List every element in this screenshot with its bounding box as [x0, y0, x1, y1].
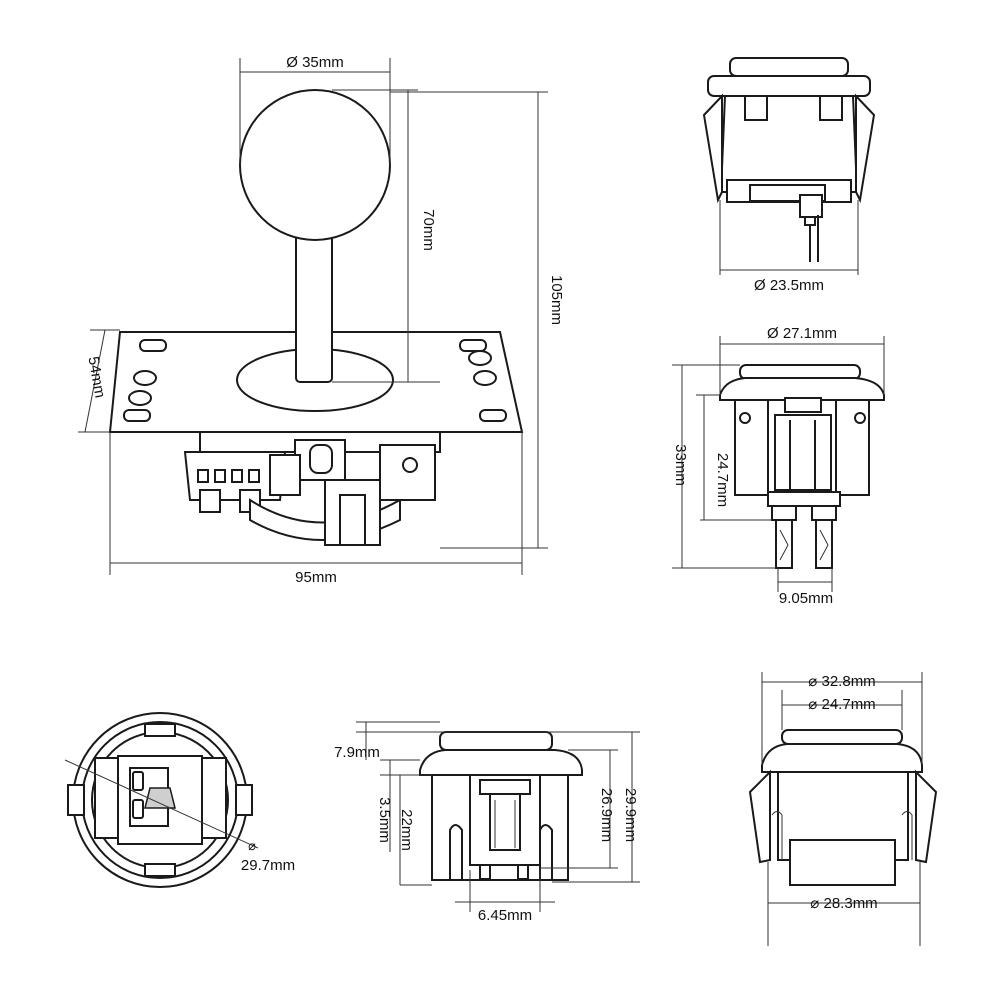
button-section-view: 7.9mm 3.5mm 22mm 26.9mm 29.9mm 6.45mm — [334, 721, 640, 924]
plate-holes — [123, 339, 507, 422]
button-front-diameter: Ø 27.1mm — [767, 325, 837, 342]
button-side-view-top: Ø 23.5mm — [702, 57, 876, 294]
button-section-height-b: 29.9mm — [622, 788, 639, 842]
button-side-bottom-dimensions: ⌀ 32.8mm ⌀ 24.7mm ⌀ 28.3mm — [761, 672, 923, 946]
button-bottom-diameter: 29.7mm — [241, 857, 295, 874]
joystick-ball — [239, 89, 391, 241]
button-front-body-height: 24.7mm — [714, 453, 731, 507]
joystick-plate-width: 95mm — [295, 569, 337, 586]
joystick-drawing: Ø 35mm 70mm 105mm 54mm 95mm — [78, 54, 565, 586]
button-side-bottom-base-diameter: ⌀ 28.3mm — [810, 895, 877, 912]
button-side-view-bottom: ⌀ 32.8mm ⌀ 24.7mm ⌀ 28.3mm — [748, 672, 938, 946]
button-section-dimensions: 7.9mm 3.5mm 22mm 26.9mm 29.9mm 6.45mm — [334, 721, 640, 924]
button-side-view-top-dimensions: Ø 23.5mm — [719, 200, 859, 294]
button-section-offset: 3.5mm — [376, 797, 393, 843]
button-bottom-view: ⌀ 29.7mm — [64, 712, 295, 888]
button-side-bottom-outer-diameter: ⌀ 32.8mm — [808, 673, 875, 690]
button-section-cap-height: 7.9mm — [334, 744, 380, 761]
button-front-view: Ø 27.1mm 33mm 24.7mm 9.05mm — [672, 325, 885, 607]
joystick-plate-depth: 54mm — [84, 355, 108, 399]
button-side-top-diameter: Ø 23.5mm — [754, 277, 824, 294]
button-front-dimensions: Ø 27.1mm 33mm 24.7mm 9.05mm — [672, 325, 885, 607]
joystick-mechanism — [183, 431, 441, 546]
button-section-height-a: 26.9mm — [598, 788, 615, 842]
joystick-shaft-height: 70mm — [420, 209, 437, 251]
button-section-pin-spacing: 6.45mm — [478, 907, 532, 924]
button-bottom-dia-symbol: ⌀ — [248, 838, 256, 853]
button-front-terminal-spacing: 9.05mm — [779, 590, 833, 607]
button-section-body: 22mm — [398, 809, 415, 851]
joystick-ball-diameter: Ø 35mm — [286, 54, 344, 71]
button-front-height: 33mm — [672, 444, 689, 486]
joystick-dimensions: Ø 35mm 70mm 105mm 54mm 95mm — [78, 54, 565, 586]
joystick-total-height: 105mm — [548, 275, 565, 325]
button-side-bottom-cap-diameter: ⌀ 24.7mm — [808, 696, 875, 713]
